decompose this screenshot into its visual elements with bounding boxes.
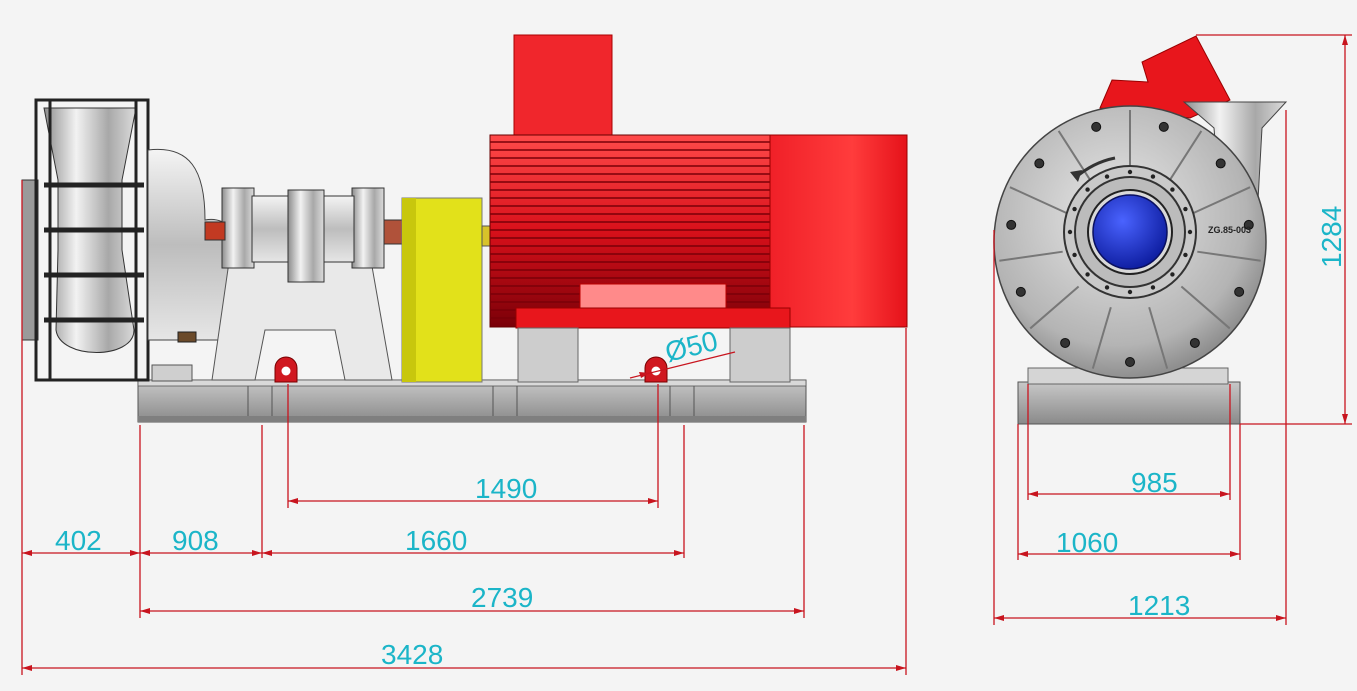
lifting-lug-right bbox=[644, 356, 668, 383]
front-motor-box bbox=[1099, 35, 1231, 119]
dim-1284: 1284 bbox=[1316, 206, 1347, 268]
dimension-lines bbox=[21, 34, 1352, 675]
front-view: ZG.85-003 bbox=[993, 35, 1288, 425]
dim-3428: 3428 bbox=[381, 639, 443, 670]
dim-985: 985 bbox=[1131, 467, 1178, 498]
dim-1660: 1660 bbox=[405, 525, 467, 556]
nameplate: ZG.85-003 bbox=[1208, 225, 1251, 235]
motor bbox=[489, 34, 908, 383]
dim-1490: 1490 bbox=[475, 473, 537, 504]
dim-908: 908 bbox=[172, 525, 219, 556]
dim-1060: 1060 bbox=[1056, 527, 1118, 558]
lifting-lug-left bbox=[274, 356, 298, 383]
dim-2739: 2739 bbox=[471, 582, 533, 613]
side-view bbox=[21, 34, 908, 423]
dim-402: 402 bbox=[55, 525, 102, 556]
dimension-labels: 1490 402 908 1660 2739 3428 Ø50 985 1060… bbox=[55, 206, 1347, 670]
pump-casing bbox=[21, 98, 241, 382]
dim-1213: 1213 bbox=[1128, 590, 1190, 621]
bearing-assembly bbox=[204, 187, 405, 381]
dim-hole-diameter: Ø50 bbox=[662, 325, 721, 368]
impeller-eye bbox=[1092, 194, 1168, 270]
base-frame bbox=[137, 379, 807, 423]
coupling-guard bbox=[401, 197, 495, 383]
front-base bbox=[1017, 381, 1241, 425]
